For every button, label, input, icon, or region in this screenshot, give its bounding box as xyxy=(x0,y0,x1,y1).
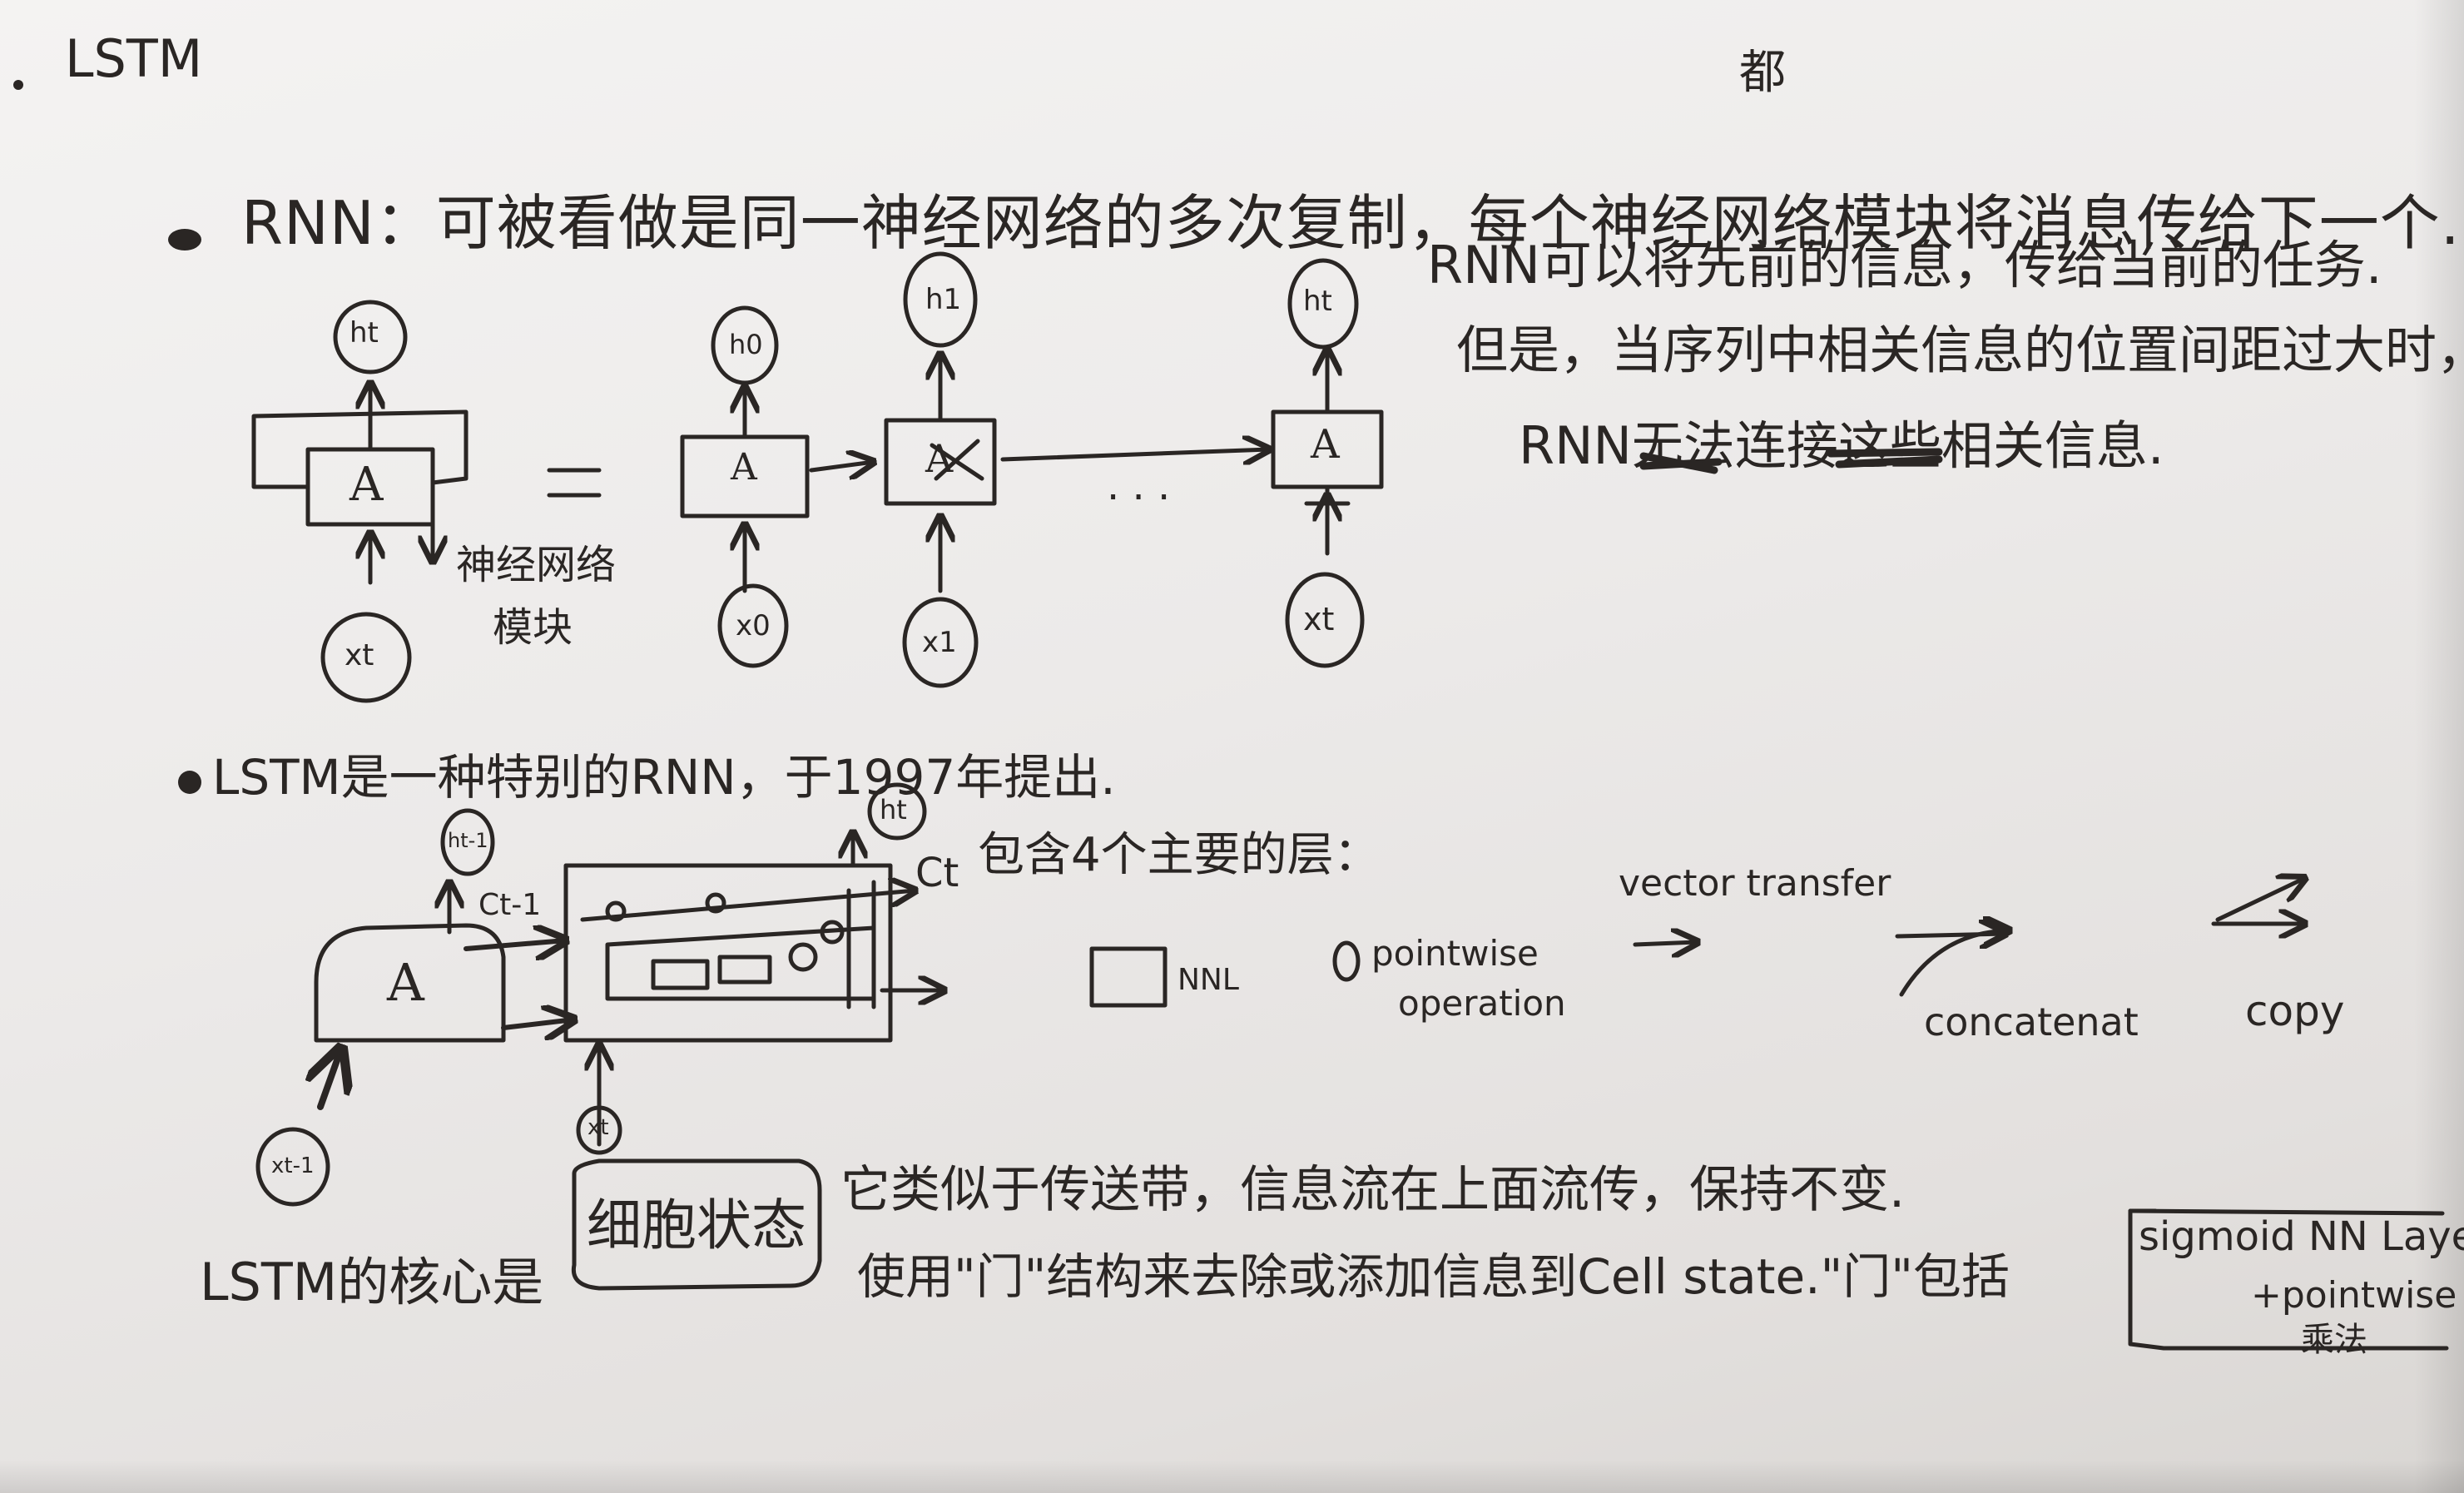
title-bullet xyxy=(13,80,23,90)
strikethrough-1 xyxy=(1639,452,1723,474)
rnn-cell-0-label: A xyxy=(731,446,757,489)
lstm-c-out: Ct xyxy=(915,850,959,896)
lstm-bullet xyxy=(178,771,201,794)
rnn-cell-t-label: A xyxy=(1311,421,1340,468)
page-bottom-shadow xyxy=(0,1460,2464,1493)
module-label-1: 神经网络 xyxy=(456,542,617,588)
rnn-note-line2: 但是，当序列中相关信息的位置间距过大时， xyxy=(1456,320,2464,380)
rnn-note-line3: RNN无法连接这些相关信息. xyxy=(1519,415,2164,476)
rnn-x0: x0 xyxy=(736,609,771,642)
lstm-c-prev: Ct-1 xyxy=(478,888,542,922)
rnn-folded-xt: xt xyxy=(345,638,374,672)
lstm-cell-label: A xyxy=(387,952,424,1013)
rnn-xn: xt xyxy=(1303,601,1335,637)
core-lead: LSTM的核心是 xyxy=(200,1252,544,1312)
rnn-dots: . . . xyxy=(1107,463,1171,509)
lstm-layers-title: 包含4个主要的层： xyxy=(978,828,1381,882)
rnn-folded-cell xyxy=(251,300,469,703)
legend-vector-transfer: vector transfer xyxy=(1619,862,1891,905)
rnn-note-line1: RNN可以将先前的信息，传给当前的任务. xyxy=(1427,235,2382,295)
page-title: LSTM xyxy=(65,28,203,89)
gate-line2: +pointwise xyxy=(2251,1274,2457,1317)
lstm-h-out: ht xyxy=(880,794,907,826)
page-edge-shadow xyxy=(2414,0,2464,1493)
lstm-x-prev: xt-1 xyxy=(271,1153,315,1178)
lstm-h-prev: ht-1 xyxy=(448,829,488,852)
legend-copy: copy xyxy=(2245,987,2345,1035)
lstm-diagram xyxy=(255,782,944,1207)
legend-pointwise-2: operation xyxy=(1398,983,1566,1024)
legend-pointwise-1: pointwise xyxy=(1371,933,1539,974)
core-boxed-cell-state: 细胞状态 xyxy=(587,1193,806,1257)
rnn-h1: h1 xyxy=(925,283,962,316)
rnn-folded-ht: ht xyxy=(350,316,379,350)
rnn-bullet xyxy=(168,229,201,250)
rnn-h0: h0 xyxy=(729,329,763,360)
lstm-intro: LSTM是一种特别的RNN，于1997年提出. xyxy=(212,749,1116,806)
legend-nnl: NNL xyxy=(1177,963,1239,997)
gate-line1: sigmoid NN Layer xyxy=(2139,1213,2464,1260)
rnn-folded-cell-label: A xyxy=(350,458,384,512)
rnn-cell-0 xyxy=(680,305,874,668)
equals-sign xyxy=(547,468,602,498)
gate-line3: 乘法 xyxy=(2301,1321,2367,1359)
insert-mark: 都 xyxy=(1739,46,1786,100)
gates-bracket-top xyxy=(2128,1208,2445,1216)
module-label-2: 模块 xyxy=(493,604,573,651)
rnn-cell-t xyxy=(1271,258,1384,668)
legend-concatenate: concatenat xyxy=(1924,999,2139,1044)
legend-shapes xyxy=(1089,878,2305,1008)
strikethrough-2 xyxy=(1827,448,1943,469)
rnn-hn: ht xyxy=(1303,285,1332,318)
rnn-cell-1-label: A xyxy=(925,436,954,481)
rnn-cell-1 xyxy=(884,251,1269,688)
rnn-definition: RNN：可被看做是同一神经网络的多次复制，每个神经网络模块将消息传给下一个. xyxy=(241,188,2461,258)
lstm-x-in: xt xyxy=(587,1115,609,1140)
rnn-x1: x1 xyxy=(922,626,957,659)
core-desc1: 它类似于传送带，信息流在上面流传，保持不变. xyxy=(840,1161,1906,1219)
cell-state-circle xyxy=(571,1158,822,1291)
core-desc2: 使用"门"结构来去除或添加信息到Cell state."门"包括 xyxy=(857,1248,2010,1305)
